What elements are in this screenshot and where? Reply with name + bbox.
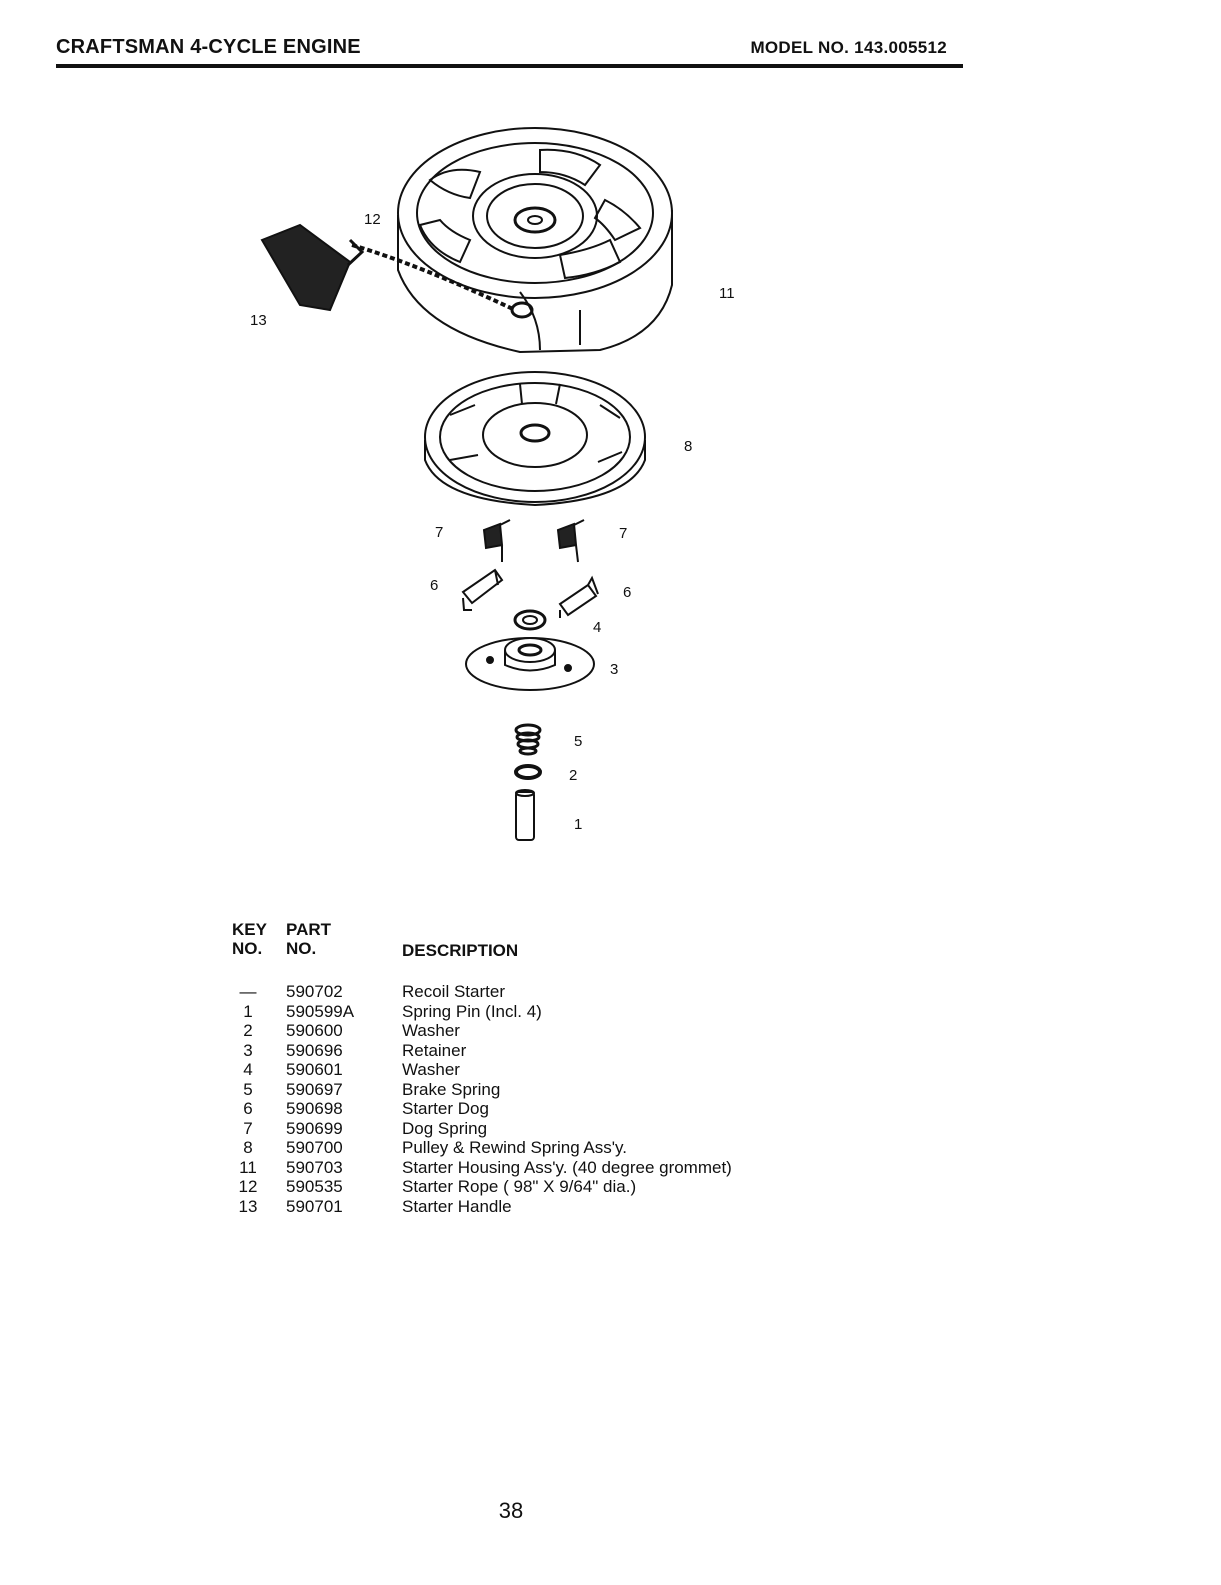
callout-8: 8 (684, 438, 692, 455)
part-no-cell: 590703 (286, 1157, 343, 1177)
page-header: CRAFTSMAN 4-CYCLE ENGINE MODEL NO. 143.0… (56, 36, 963, 62)
callout-6-right: 6 (623, 584, 631, 601)
starter-dog-right-drawing (558, 575, 599, 618)
description-cell: Recoil Starter (402, 982, 505, 1001)
description-cell: Spring Pin (Incl. 4) (402, 1001, 542, 1021)
part-no-cell: 590700 (286, 1138, 343, 1157)
starter-rope-drawing (351, 243, 516, 312)
part-no-cell: 590535 (286, 1177, 343, 1196)
description-cell: Washer (402, 1060, 460, 1079)
callout-1: 1 (574, 816, 582, 833)
key-no-cell: 3 (243, 1040, 253, 1060)
header-rule (56, 64, 963, 68)
starter-housing-drawing (397, 127, 673, 354)
starter-handle-drawing (260, 223, 365, 312)
description-header: DESCRIPTION (402, 941, 519, 960)
model-number: MODEL NO. 143.005512 (750, 38, 947, 57)
key-no-cell: 11 (239, 1157, 257, 1177)
dog-spring-left-drawing (482, 519, 511, 562)
description-cell: Pulley & Rewind Spring Ass'y. (402, 1138, 627, 1157)
key-no-cell: 12 (238, 1177, 258, 1196)
part-no-cell: 590701 (286, 1196, 343, 1216)
pulley-drawing (424, 371, 646, 507)
part-no-header-bottom: NO. (286, 939, 317, 958)
part-no-cell: 590601 (286, 1060, 343, 1079)
key-no-header-bottom: NO. (232, 939, 263, 958)
callout-13: 13 (250, 312, 267, 329)
retainer-drawing (465, 637, 595, 691)
key-no-cell: 13 (238, 1196, 258, 1216)
part-no-cell: 590599A (286, 1001, 355, 1021)
description-cell: Dog Spring (402, 1118, 488, 1138)
description-cell: Starter Rope ( 98" X 9/64" dia.) (402, 1177, 637, 1196)
part-no-cell: 590696 (286, 1040, 343, 1060)
key-no-cell: 8 (243, 1138, 253, 1157)
callout-11: 11 (719, 285, 735, 302)
callout-6-left: 6 (430, 577, 438, 594)
part-no-cell: 590702 (286, 982, 343, 1001)
description-cell: Brake Spring (402, 1079, 501, 1099)
washer-4-drawing (513, 609, 547, 631)
part-no-cell: 590699 (286, 1118, 343, 1138)
page-number: 38 (498, 1498, 524, 1523)
description-cell: Starter Dog (402, 1099, 489, 1118)
spring-pin-drawing (515, 789, 535, 841)
callout-4: 4 (593, 619, 601, 636)
key-no-cell: 7 (243, 1118, 253, 1138)
key-no-cell: 1 (243, 1001, 253, 1021)
document-title: CRAFTSMAN 4-CYCLE ENGINE (56, 36, 361, 58)
part-no-cell: 590698 (286, 1099, 343, 1118)
washer-2-drawing (514, 764, 542, 780)
key-no-cell: 6 (243, 1099, 253, 1118)
part-no-header-top: PART (286, 920, 332, 939)
callout-2: 2 (569, 767, 577, 784)
description-cell: Starter Handle (402, 1196, 512, 1216)
description-cell: Retainer (402, 1040, 467, 1060)
callout-5: 5 (574, 733, 582, 750)
callout-12: 12 (364, 211, 381, 228)
description-cell: Washer (402, 1021, 460, 1040)
brake-spring-drawing (514, 723, 542, 756)
key-no-header-top: KEY (232, 920, 267, 939)
exploded-parts-diagram: 12 13 11 8 7 7 6 6 4 3 5 2 1 (250, 127, 735, 841)
callout-7-left: 7 (435, 524, 443, 541)
part-no-cell: 590697 (286, 1079, 343, 1099)
dog-spring-right-drawing (556, 519, 585, 563)
key-no-cell: 5 (243, 1079, 253, 1099)
description-cell: Starter Housing Ass'y. (40 degree gromme… (402, 1157, 732, 1177)
key-no-cell: 2 (243, 1021, 253, 1040)
key-no-cell: 4 (243, 1060, 253, 1079)
starter-dog-left-drawing (461, 568, 504, 611)
callout-7-right: 7 (619, 525, 627, 542)
key-no-cell: — (239, 982, 257, 1001)
callout-3: 3 (610, 661, 618, 678)
part-no-cell: 590600 (286, 1021, 343, 1040)
